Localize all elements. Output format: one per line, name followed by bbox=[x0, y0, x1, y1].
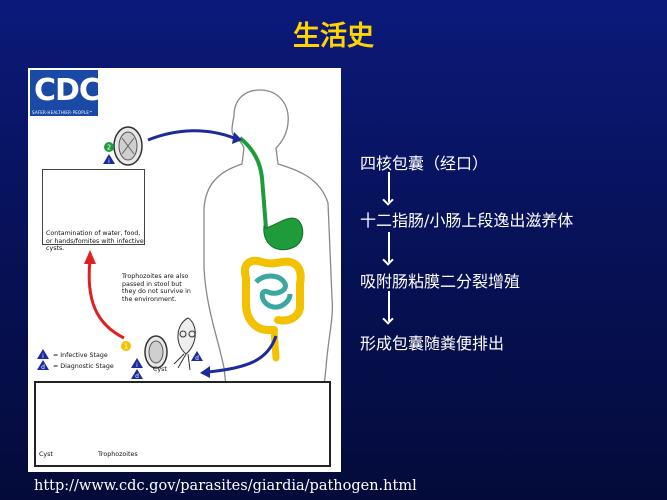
contamination-box: Contamination of water, food, or hands/f… bbox=[42, 169, 145, 252]
lifecycle-step-1: 四核包囊（经口） bbox=[360, 154, 489, 173]
label-cyst-middle: Cyst bbox=[153, 366, 167, 373]
lifecycle-steps-list: 四核包囊（经口） 十二指肠/小肠上段逸出滋养体 吸附肠粘膜二分裂增殖 形成包囊随… bbox=[360, 0, 660, 500]
arrow-ingestion bbox=[147, 129, 235, 142]
cdc-logo: CDC SAFER·HEALTHIER·PEOPLE™ bbox=[28, 68, 101, 118]
cdc-logo-text: CDC bbox=[34, 73, 101, 108]
arrow-excretion-head bbox=[200, 366, 210, 378]
legend-diagnostic-label: = Diagnostic Stage bbox=[53, 362, 114, 370]
legend-diagnostic-letter: d bbox=[41, 364, 45, 371]
lifecycle-arrow-1 bbox=[388, 172, 390, 202]
diagnostic-marker-tropho-letter: d bbox=[195, 355, 199, 362]
arrow-contamination bbox=[87, 259, 125, 340]
cyst-top-image bbox=[113, 126, 143, 166]
rectum bbox=[270, 326, 280, 362]
cdc-logo-tagline: SAFER·HEALTHIER·PEOPLE™ bbox=[32, 110, 94, 115]
arrow-contamination-head bbox=[84, 250, 96, 264]
legend-diagnostic-icon bbox=[37, 360, 49, 370]
cyst-middle-image bbox=[144, 335, 168, 369]
arrow-ingestion-head bbox=[232, 132, 242, 144]
lifecycle-step-4: 形成包囊随粪便排出 bbox=[360, 334, 505, 353]
infective-marker-mid-letter: i bbox=[136, 362, 138, 369]
label-cyst-bottom: Cyst bbox=[39, 451, 53, 458]
stomach bbox=[263, 217, 304, 251]
infective-marker-top bbox=[103, 154, 115, 164]
infective-marker-mid bbox=[131, 358, 143, 368]
step-1-badge bbox=[121, 341, 131, 351]
lifecycle-step-3: 吸附肠粘膜二分裂增殖 bbox=[360, 272, 521, 291]
bottom-stage-panel bbox=[34, 381, 331, 467]
legend-infective-icon bbox=[37, 349, 49, 359]
stage-legend: = Infective Stage = Diagnostic Stage bbox=[37, 352, 114, 373]
source-url: http://www.cdc.gov/parasites/giardia/pat… bbox=[34, 478, 417, 494]
arrow-excretion bbox=[207, 335, 278, 374]
infective-marker-top-letter: i bbox=[108, 158, 110, 165]
giardia-life-cycle-figure: 2 i 1 i d d bbox=[28, 68, 341, 472]
small-intestine bbox=[254, 273, 293, 310]
diagnostic-marker-mid-letter: d bbox=[135, 373, 139, 380]
legend-infective-label: = Infective Stage bbox=[53, 352, 108, 359]
esophagus bbox=[238, 136, 268, 229]
contamination-text: Contamination of water, food, or hands/f… bbox=[46, 230, 144, 252]
trophozoite-note: Trophozoites are also passed in stool bu… bbox=[122, 273, 191, 303]
label-trophozoites: Trophozoites bbox=[98, 451, 138, 458]
trophozoite-middle-image bbox=[173, 317, 196, 371]
lifecycle-step-2: 十二指肠/小肠上段逸出滋养体 bbox=[360, 211, 574, 230]
slide-title: 生活史 bbox=[293, 21, 374, 52]
lifecycle-arrow-3 bbox=[388, 291, 390, 321]
lifecycle-arrow-2 bbox=[388, 232, 390, 262]
diagnostic-marker-tropho bbox=[191, 351, 203, 361]
legend-infective-letter: i bbox=[42, 353, 44, 360]
large-intestine bbox=[241, 256, 305, 334]
step-2-badge bbox=[104, 142, 114, 152]
diagnostic-marker-mid bbox=[131, 369, 143, 379]
step-1-number: 1 bbox=[124, 343, 128, 351]
step-2-number: 2 bbox=[107, 144, 111, 152]
